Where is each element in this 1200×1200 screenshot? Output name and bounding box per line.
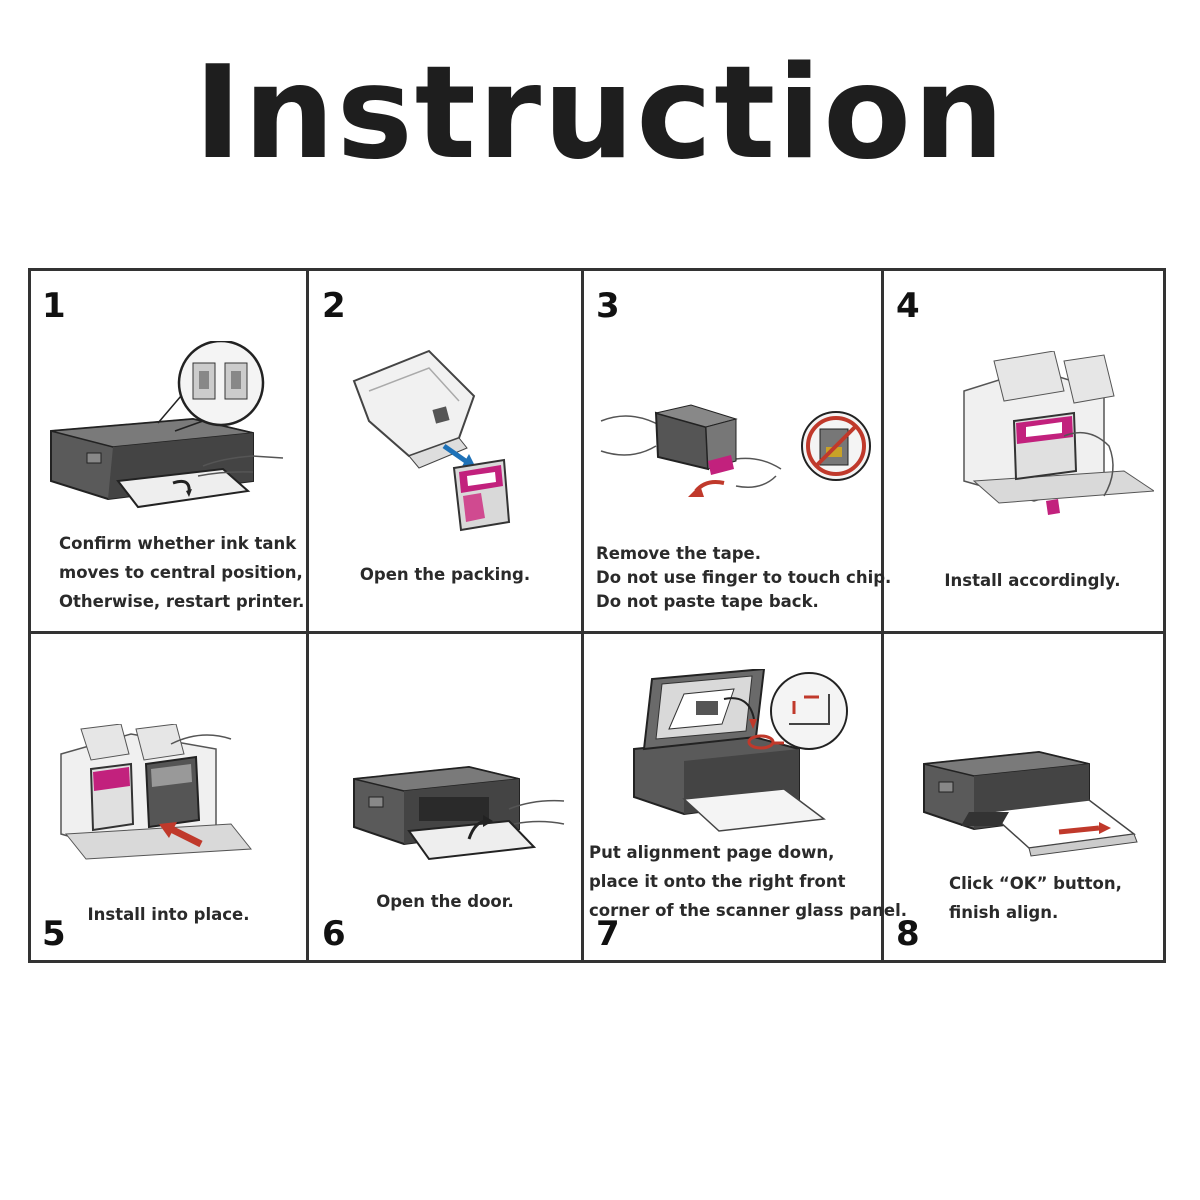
- caption-line: Otherwise, restart printer.: [59, 592, 305, 611]
- caption-line: corner of the scanner glass panel.: [589, 901, 907, 920]
- step-1-cell: 1 Confirm whether ink tank moves: [31, 271, 306, 631]
- caption-line: Confirm whether ink tank: [59, 534, 297, 553]
- grid-divider: [306, 271, 309, 960]
- step-number: 5: [42, 914, 66, 954]
- caption-line: Install accordingly.: [944, 571, 1121, 590]
- step-caption: Install accordingly.: [884, 566, 1181, 595]
- grid-divider: [31, 631, 1163, 634]
- step-6-cell: Open the door. 6: [309, 634, 581, 960]
- caption-line: place it onto the right front: [589, 872, 846, 891]
- remove-tape-icon: [600, 404, 871, 497]
- page-title: Instruction: [193, 39, 1007, 188]
- caption-line: Click “OK” button,: [949, 874, 1122, 893]
- caption-line: moves to central position,: [59, 563, 303, 582]
- step-8-cell: Click “OK” button, finish align. 8: [884, 634, 1166, 960]
- step-number: 4: [896, 286, 920, 326]
- step-caption: Open the packing.: [309, 560, 581, 589]
- grid-divider: [881, 271, 884, 960]
- caption-line: Open the door.: [376, 892, 514, 911]
- step-caption: Remove the tape. Do not use finger to to…: [596, 542, 891, 614]
- caption-line: Put alignment page down,: [589, 843, 835, 862]
- step-3-cell: 3 Remove the tape. Do not use fin: [584, 271, 891, 631]
- cartridge-package-icon: [352, 349, 511, 532]
- step-caption: Confirm whether ink tank moves to centra…: [59, 529, 304, 616]
- step-7-cell: Put alignment page down, place it onto t…: [584, 634, 907, 960]
- step-number: 8: [896, 914, 920, 954]
- step-number: 7: [596, 914, 620, 954]
- caption-line: Install into place.: [87, 905, 250, 924]
- caption-line: Open the packing.: [359, 565, 531, 584]
- step-2-cell: 2 Open the packing.: [309, 271, 581, 631]
- step-caption: Install into place.: [31, 900, 306, 929]
- printer-door-icon: [353, 765, 565, 861]
- install-cartridge-icon: [963, 351, 1154, 515]
- printer-open-icon: [50, 341, 284, 509]
- grid-divider: [581, 271, 584, 960]
- step-number: 2: [322, 286, 346, 326]
- printer-output-icon: [923, 750, 1138, 857]
- step-caption: Click “OK” button, finish align.: [949, 869, 1122, 927]
- caption-line: Remove the tape.: [596, 544, 761, 563]
- step-caption: Open the door.: [309, 887, 581, 916]
- step-number: 1: [42, 286, 66, 326]
- cartridge-in-place-icon: [60, 724, 252, 860]
- caption-line: Do not use finger to touch chip.: [596, 568, 892, 587]
- step-number: 6: [322, 914, 346, 954]
- step-caption: Put alignment page down, place it onto t…: [589, 838, 907, 925]
- step-number: 3: [596, 286, 620, 326]
- caption-line: finish align.: [949, 903, 1059, 922]
- instruction-grid: 1 Confirm whether ink tank moves: [28, 268, 1166, 963]
- caption-line: Do not paste tape back.: [596, 592, 819, 611]
- scanner-alignment-icon: [633, 669, 848, 832]
- step-5-cell: Install into place. 5: [31, 634, 306, 960]
- step-4-cell: 4 Install accordingly.: [884, 271, 1166, 631]
